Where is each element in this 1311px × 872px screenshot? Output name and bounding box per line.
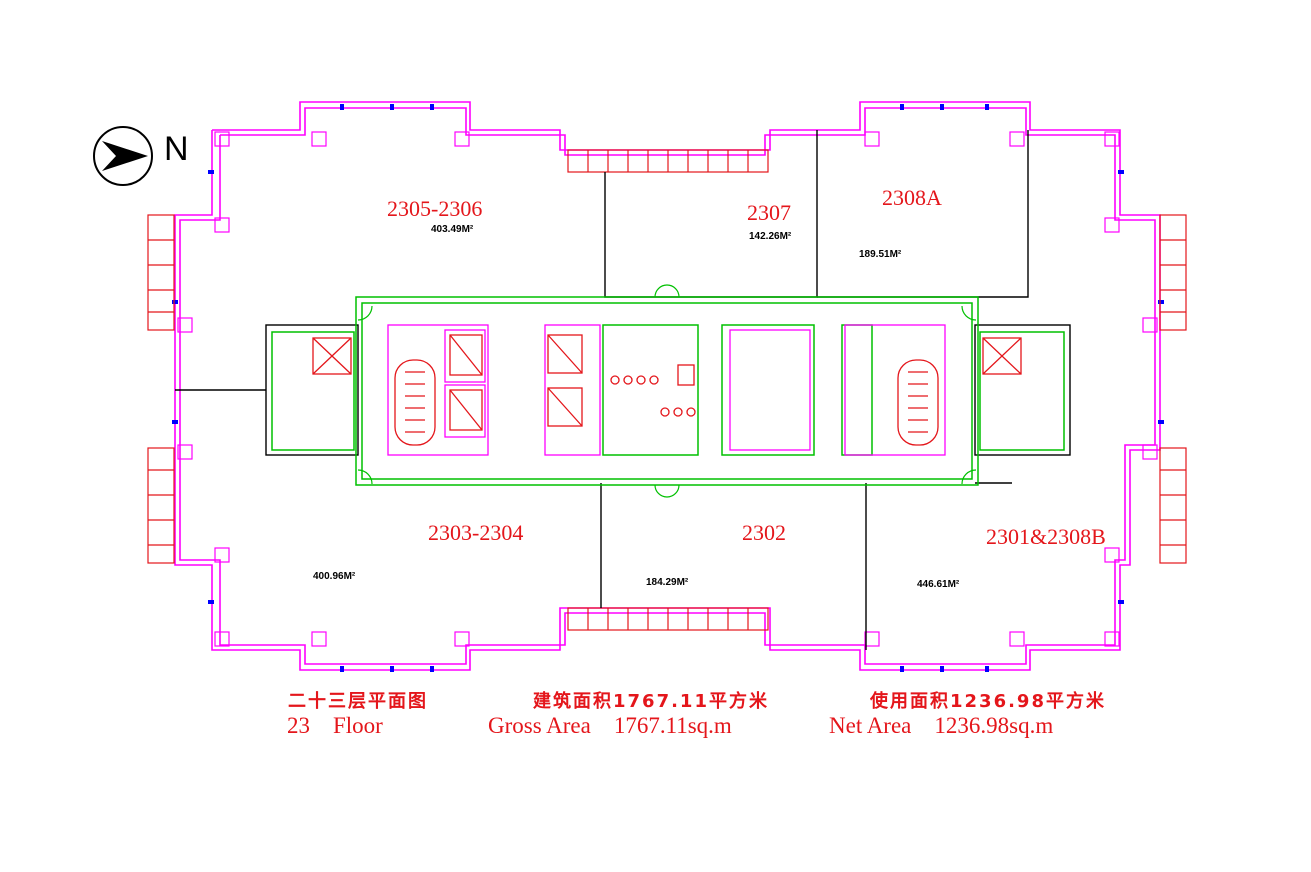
gross-area-cn: 建筑面积1767.11平方米 (533, 691, 769, 712)
net-area-en: Net Area 1236.98sq.m (829, 713, 1054, 738)
doors (357, 284, 977, 498)
north-label: N (164, 130, 189, 168)
stairs (312, 334, 1022, 446)
columns (177, 131, 1158, 647)
balconies (147, 149, 1187, 631)
unit-area-2308a: 189.51M² (859, 249, 902, 260)
unit-area-2307: 142.26M² (749, 231, 792, 242)
facade-glazing (172, 104, 1164, 672)
north-arrow-icon (93, 126, 153, 186)
unit-area-2302: 184.29M² (646, 577, 689, 588)
unit-area-2301-2308b: 446.61M² (917, 579, 960, 590)
unit-label-2302: 2302 (742, 520, 786, 545)
unit-partitions (175, 130, 1071, 650)
unit-area-2303-2304: 400.96M² (313, 571, 356, 582)
floor-title-en: 23 Floor (287, 713, 383, 738)
net-area-cn: 使用面积1236.98平方米 (870, 691, 1106, 712)
unit-label-2303-2304: 2303-2304 (428, 520, 524, 545)
unit-label-2307: 2307 (747, 200, 791, 225)
floor-title-cn: 二十三层平面图 (288, 691, 428, 712)
gross-area-en: Gross Area 1767.11sq.m (488, 713, 732, 738)
unit-label-2301-2308b: 2301&2308B (986, 524, 1106, 549)
vertical-circulation (387, 324, 946, 456)
unit-area-2305-2306: 403.49M² (431, 224, 474, 235)
unit-label-2305-2306: 2305-2306 (387, 196, 483, 221)
unit-label-2308a: 2308A (882, 185, 942, 210)
